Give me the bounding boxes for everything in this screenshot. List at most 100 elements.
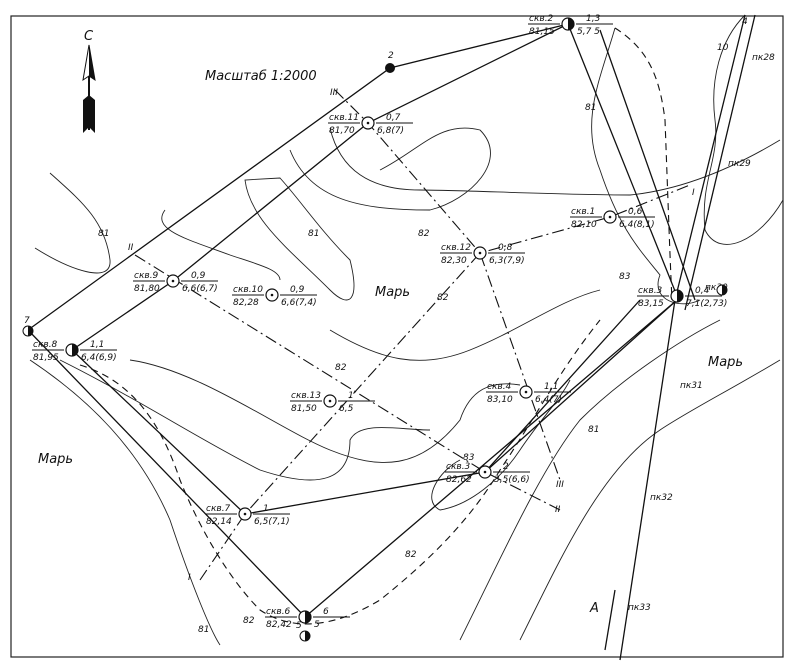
- borehole: скв.281,151,35,7 5: [528, 14, 613, 37]
- borehole-elevation: 82,62: [446, 475, 472, 485]
- borehole-elevation: 81,50: [291, 404, 317, 414]
- borehole-bottom-value: 5: [314, 620, 320, 630]
- section-label: I: [692, 188, 695, 198]
- borehole-center: [608, 215, 612, 219]
- borehole-name: скв.1: [571, 207, 595, 217]
- borehole-bottom-value: 6,6(7,4): [281, 298, 317, 308]
- borehole-top-value: 0,9: [290, 285, 305, 295]
- borehole-name: скв.9: [134, 271, 159, 281]
- borehole: скв.4 83,10 1,1 6,4(7): [486, 382, 571, 405]
- borehole-bottom-value: 7,1(2,73): [686, 299, 727, 309]
- marsh-label: Марь: [708, 355, 743, 370]
- borehole-fill: [72, 344, 78, 356]
- borehole-name: скв.2: [529, 14, 554, 24]
- borehole-bottom-value: 6,5(7,1): [254, 517, 290, 527]
- borehole-top-value: 0,7: [386, 113, 401, 123]
- borehole-fill: [677, 290, 683, 302]
- borehole-name: скв.4: [487, 382, 512, 392]
- borehole-center: [171, 279, 175, 283]
- picket-label: пк32: [650, 493, 673, 503]
- contour-label: 81: [585, 103, 596, 113]
- contour-label: 81: [308, 229, 319, 239]
- marsh-label: Марь: [375, 285, 410, 300]
- picket-label: пк33: [628, 603, 651, 613]
- borehole-bottom-value: 6,8(7): [377, 126, 404, 136]
- line-label: А: [589, 601, 599, 616]
- borehole-elevation: 81,95: [33, 353, 59, 363]
- picket-label: пк29: [728, 159, 751, 169]
- section-label: III: [556, 480, 564, 490]
- borehole-top-value: 2: [503, 462, 509, 472]
- borehole-center: [243, 512, 247, 516]
- borehole-elevation: 81,80: [134, 284, 160, 294]
- map-frame: [10, 15, 784, 658]
- benchmark-icon: [22, 325, 34, 337]
- borehole: скв.3 82,62 2 3,5(6,6): [445, 462, 530, 485]
- borehole-elevation: 82,30: [441, 256, 467, 266]
- traverse-lines: [27, 14, 756, 661]
- section-label: II: [128, 243, 134, 253]
- borehole-bottom-value: 5,7 5: [577, 27, 600, 37]
- boreholes: скв.182,100,66,4(8,1)скв.281,151,35,7 5с…: [32, 14, 727, 630]
- borehole-center: [524, 390, 528, 394]
- borehole-name: скв.8: [33, 340, 58, 350]
- benchmark-icon: [716, 284, 728, 296]
- section-lines: [134, 89, 691, 581]
- borehole-elevation: 83,10: [487, 395, 513, 405]
- borehole-center: [270, 293, 274, 297]
- north-label: С: [84, 29, 94, 44]
- borehole-fill: [305, 611, 311, 623]
- marsh-label: Марь: [38, 452, 73, 467]
- point-number: 2: [388, 51, 394, 61]
- contour-label: 83: [619, 272, 631, 282]
- contour-label: 82: [243, 616, 255, 626]
- section-label: II: [555, 505, 561, 515]
- borehole-name: скв.12: [441, 243, 471, 253]
- north-arrow-icon: [82, 44, 96, 133]
- borehole-elevation: 81,70: [329, 126, 355, 136]
- borehole-name: скв.3: [446, 462, 471, 472]
- borehole-center: [478, 251, 482, 255]
- point-number: 5: [296, 621, 302, 631]
- borehole-name: скв.6: [266, 607, 291, 617]
- borehole-top-value: 6: [323, 607, 329, 617]
- borehole-top-value: 0,4: [695, 286, 710, 296]
- borehole: скв.1 82,10 0,6 6,4(8,1): [570, 207, 655, 230]
- picket-label: пк28: [752, 53, 775, 63]
- borehole-top-value: 1: [263, 504, 269, 514]
- borehole-bottom-value: 6,4(7): [535, 395, 562, 405]
- section-label: III: [330, 88, 338, 98]
- borehole-top-value: 1: [348, 391, 354, 401]
- scale-label: Масштаб 1:2000: [205, 69, 317, 84]
- contour-label: 82: [405, 550, 417, 560]
- contour-label: 10: [717, 43, 729, 53]
- borehole-bottom-value: 6,4(8,1): [619, 220, 655, 230]
- point-number: 7: [24, 316, 30, 326]
- borehole-bottom-value: 3,5(6,6): [494, 475, 530, 485]
- borehole-elevation: 82,10: [571, 220, 597, 230]
- borehole-center: [328, 399, 332, 403]
- contour-label: 81: [98, 229, 109, 239]
- borehole-top-value: 0,6: [628, 207, 643, 217]
- contours: [29, 14, 784, 646]
- contour-label: 82: [335, 363, 347, 373]
- borehole-fill: [568, 18, 574, 30]
- borehole-bottom-value: 6,6(6,7): [182, 284, 218, 294]
- borehole-top-value: 1,3: [586, 14, 601, 24]
- borehole-name: скв.13: [291, 391, 321, 401]
- picket-label: пк31: [680, 381, 703, 391]
- benchmark-icon: [299, 630, 311, 642]
- borehole-center: [483, 470, 487, 474]
- section-label: I: [188, 573, 191, 583]
- borehole-elevation: 83,15: [638, 299, 664, 309]
- borehole-bottom-value: 6,4(6,9): [81, 353, 117, 363]
- contour-label: 82: [418, 229, 430, 239]
- borehole-top-value: 1,1: [544, 382, 558, 392]
- borehole-elevation: 82,42: [266, 620, 292, 630]
